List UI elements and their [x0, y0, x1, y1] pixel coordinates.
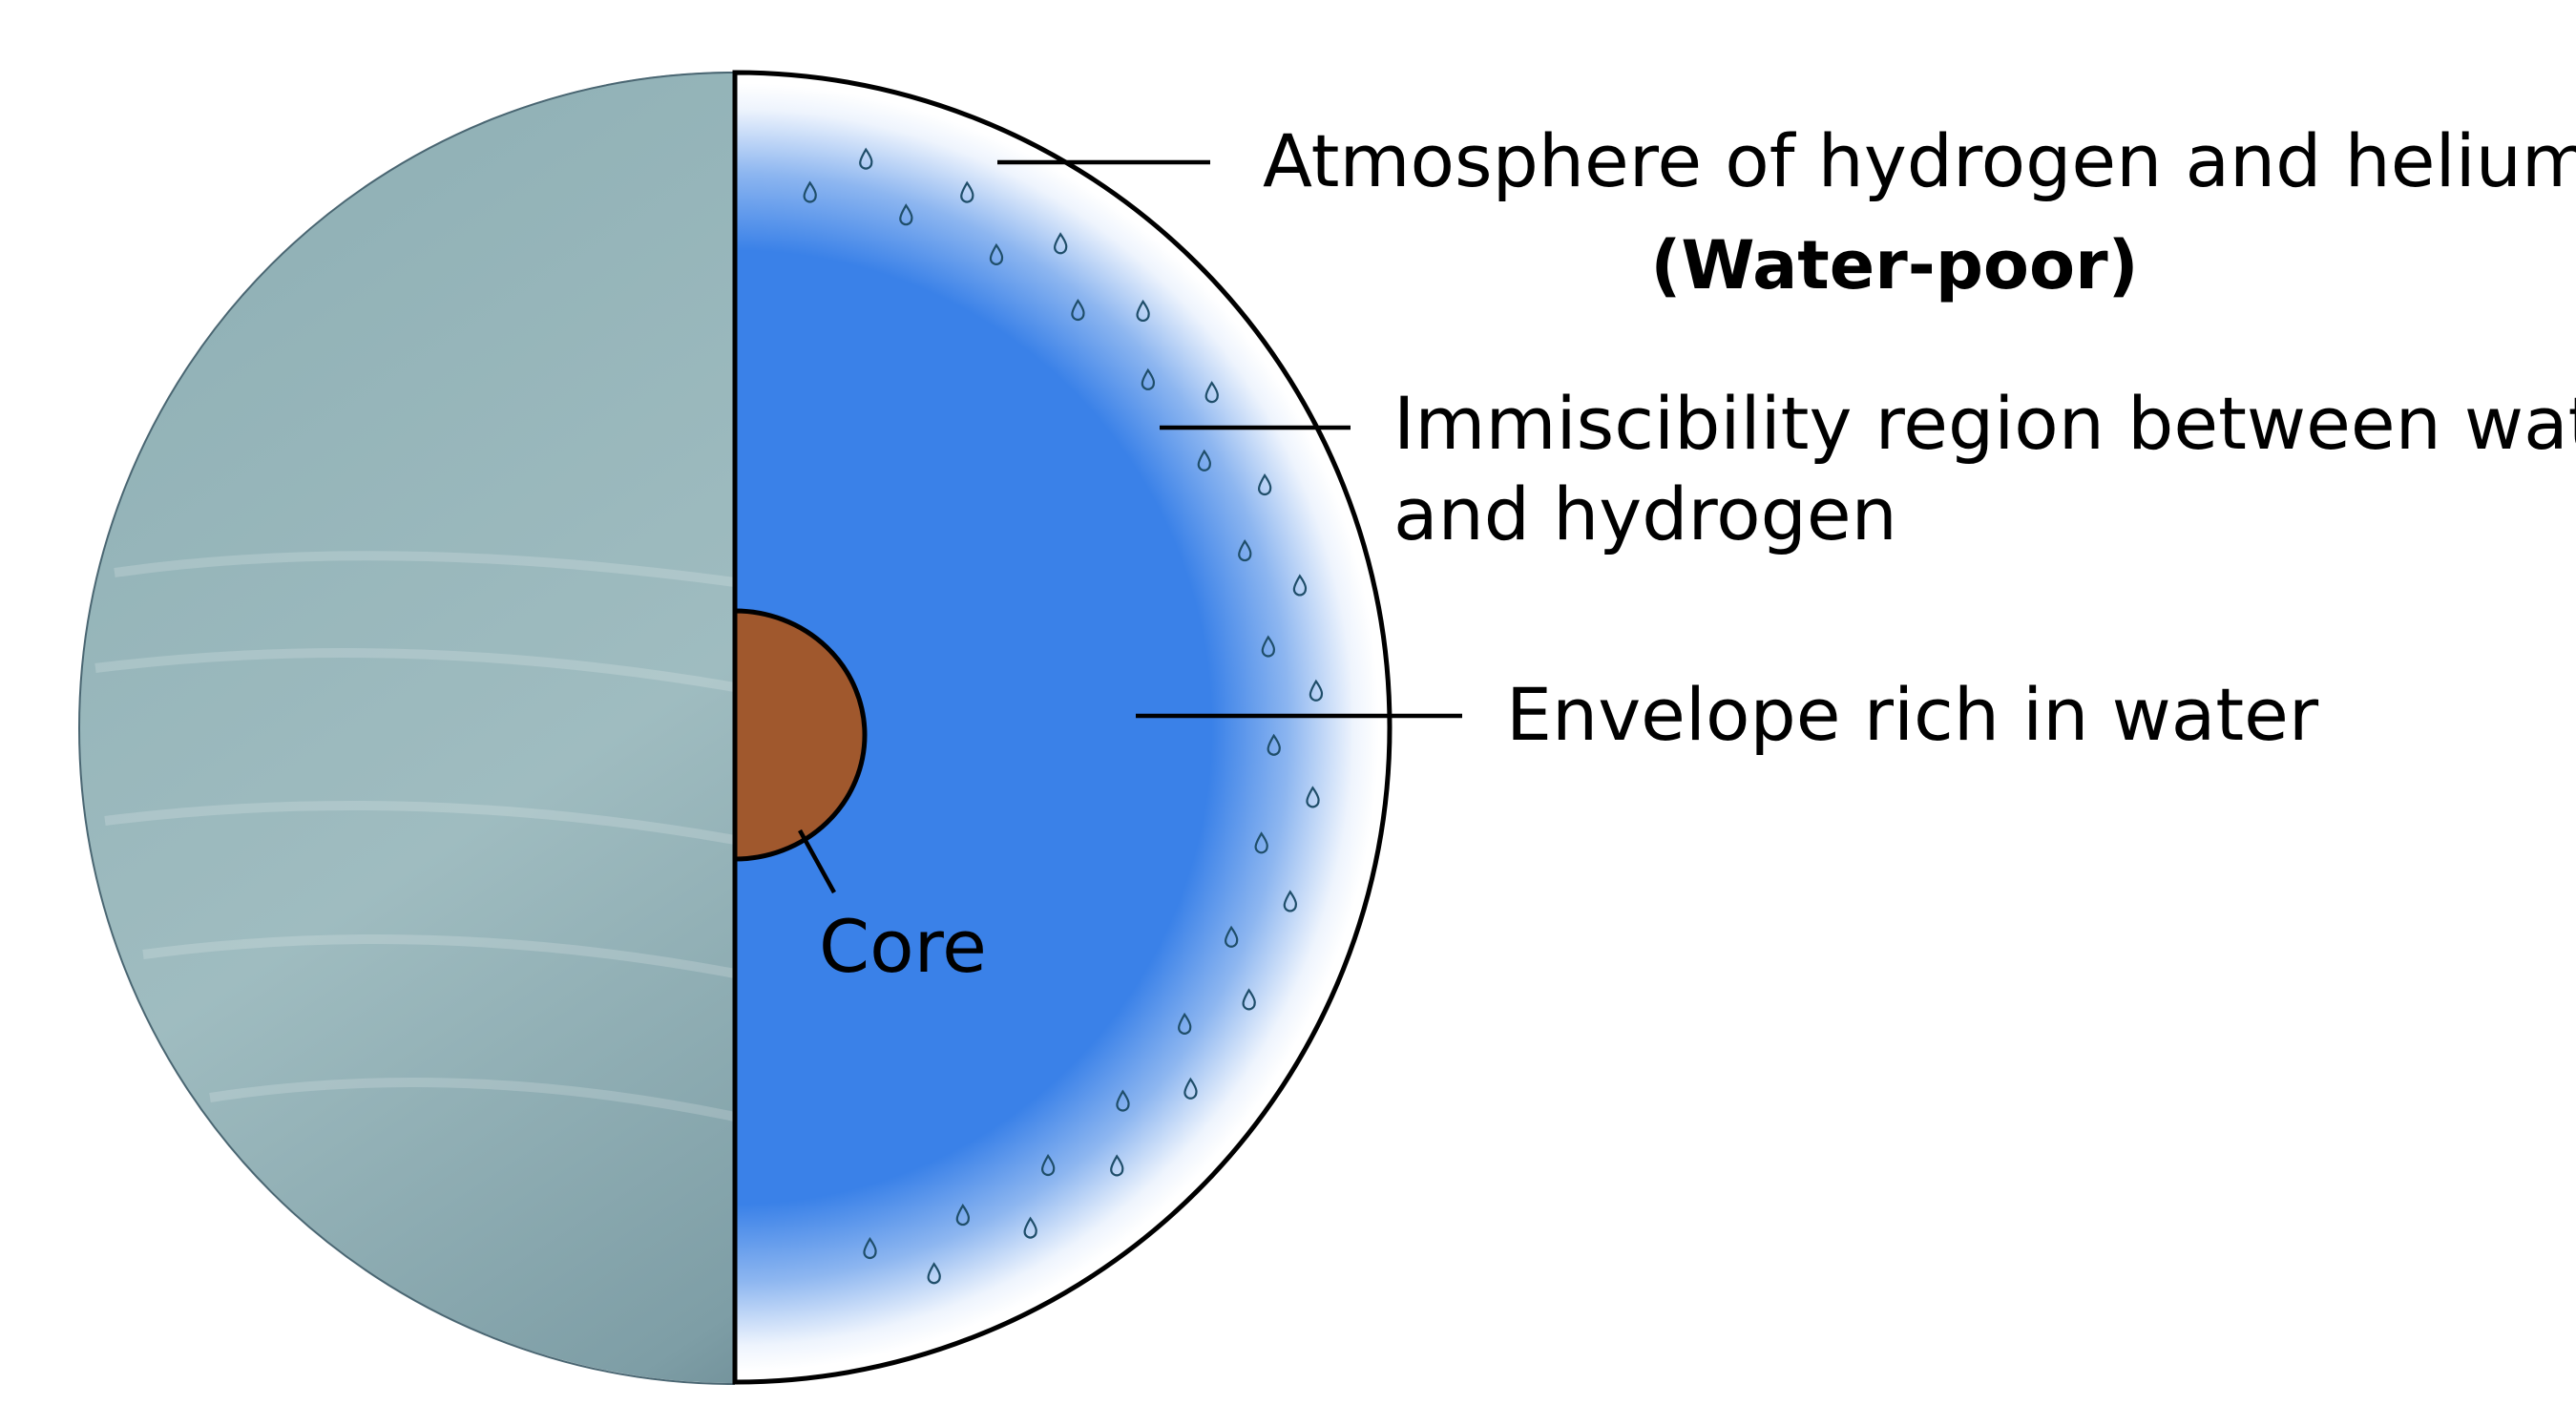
immiscibility-label: Immiscibility region between water — [1393, 381, 2576, 466]
planet-exterior-half — [78, 72, 736, 1385]
water-droplet-icon — [1136, 299, 1150, 323]
water-droplet-icon — [1054, 232, 1068, 255]
water-droplet-icon — [1224, 925, 1239, 948]
water-droplet-icon — [1183, 1077, 1198, 1100]
water-droplet-icon — [1306, 786, 1320, 808]
water-droplet-icon — [1178, 1012, 1192, 1035]
water-droplet-icon — [1040, 1153, 1056, 1177]
water-droplet-icon — [899, 203, 913, 226]
water-droplet-icon — [1257, 473, 1272, 496]
water-droplet-icon — [1238, 539, 1252, 562]
envelope-label: Envelope rich in water — [1506, 672, 2319, 757]
water-droplet-icon — [1204, 381, 1219, 404]
core-label: Core — [819, 904, 987, 989]
water-droplet-icon — [1261, 635, 1276, 658]
water-droplet-icon — [803, 180, 817, 203]
immiscibility-label-line2: and hydrogen — [1393, 472, 1897, 556]
water-droplet-icon — [989, 242, 1004, 265]
water-droplet-icon — [1197, 449, 1211, 472]
core — [732, 608, 868, 862]
water-droplet-icon — [1071, 299, 1085, 322]
water-droplet-icon — [1141, 367, 1156, 390]
water-droplet-icon — [1023, 1216, 1037, 1239]
water-droplet-icon — [859, 147, 873, 170]
water-droplet-icon — [1309, 679, 1324, 702]
water-droplet-icon — [927, 1262, 941, 1285]
water-droplet-icon — [1254, 831, 1268, 854]
immiscibility-droplets — [803, 147, 1324, 1285]
water-droplet-icon — [1283, 890, 1297, 912]
water-droplet-icon — [863, 1236, 877, 1260]
water-droplet-icon — [1267, 733, 1281, 756]
water-droplet-icon — [960, 180, 974, 203]
water-droplet-icon — [1116, 1089, 1130, 1112]
envelope-region — [732, 70, 1393, 1385]
atmosphere-label: Atmosphere of hydrogen and helium — [1263, 118, 2576, 203]
water-droplet-icon — [1110, 1154, 1124, 1177]
core-leader-line — [798, 828, 836, 894]
water-droplet-icon — [1292, 574, 1308, 597]
water-droplet-icon — [955, 1204, 970, 1227]
water-droplet-icon — [1242, 988, 1256, 1011]
water-poor-label: (Water-poor) — [1650, 226, 2138, 304]
